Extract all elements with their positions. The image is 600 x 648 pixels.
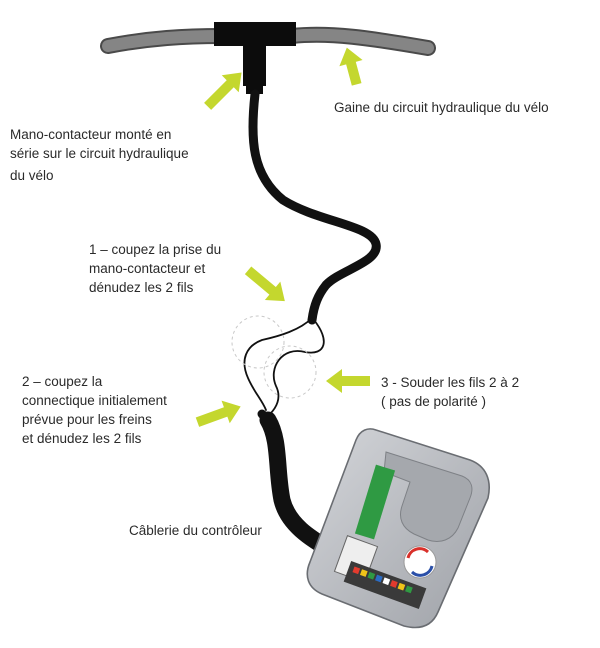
solder-points — [231, 315, 317, 399]
callout-arrows — [195, 47, 370, 427]
step3-label-line1: 3 - Souder les fils 2 à 2 — [381, 375, 520, 390]
step3-label-line2: ( pas de polarité ) — [381, 394, 487, 409]
arrow-to-switch — [204, 72, 242, 110]
arrow-to-hose — [339, 47, 363, 86]
stripped-wires — [243, 317, 325, 415]
arrow-to-solder — [326, 369, 370, 393]
pressure-switch-label-line1: Mano-contacteur monté en — [10, 127, 172, 142]
controller-cable-label: Câblerie du contrôleur — [129, 523, 262, 538]
step1-label-line3: dénudez les 2 fils — [89, 280, 194, 295]
circular-arrows-logo — [403, 545, 437, 579]
step1-label: 1 – coupez la prise du mano-contacteur e… — [89, 240, 221, 297]
hose-label: Gaine du circuit hydraulique du vélo — [334, 100, 549, 115]
pressure-switch-label: Mano-contacteur monté en série sur le ci… — [10, 125, 189, 185]
controller — [306, 428, 490, 629]
arrow-to-cut-plug — [244, 266, 285, 302]
pressure-switch-label-line2: série sur le circuit hydraulique — [10, 146, 189, 161]
step2-label-line1: 2 – coupez la — [22, 374, 103, 389]
hydraulic-hose — [100, 26, 436, 56]
step1-label-line2: mano-contacteur et — [89, 261, 206, 276]
pressure-switch — [214, 22, 296, 94]
step2-label-line3: prévue pour les freins — [22, 412, 152, 427]
step2-label: 2 – coupez la connectique initialement p… — [22, 372, 167, 448]
step1-label-line1: 1 – coupez la prise du — [89, 242, 222, 257]
arrow-to-connector — [195, 400, 241, 427]
step2-label-line2: connectique initialement — [22, 393, 167, 408]
step3-label: 3 - Souder les fils 2 à 2 ( pas de polar… — [381, 373, 519, 411]
pressure-switch-label-line3: du vélo — [10, 168, 54, 183]
switch-cable — [248, 89, 381, 325]
step2-label-line4: et dénudez les 2 fils — [22, 431, 142, 446]
